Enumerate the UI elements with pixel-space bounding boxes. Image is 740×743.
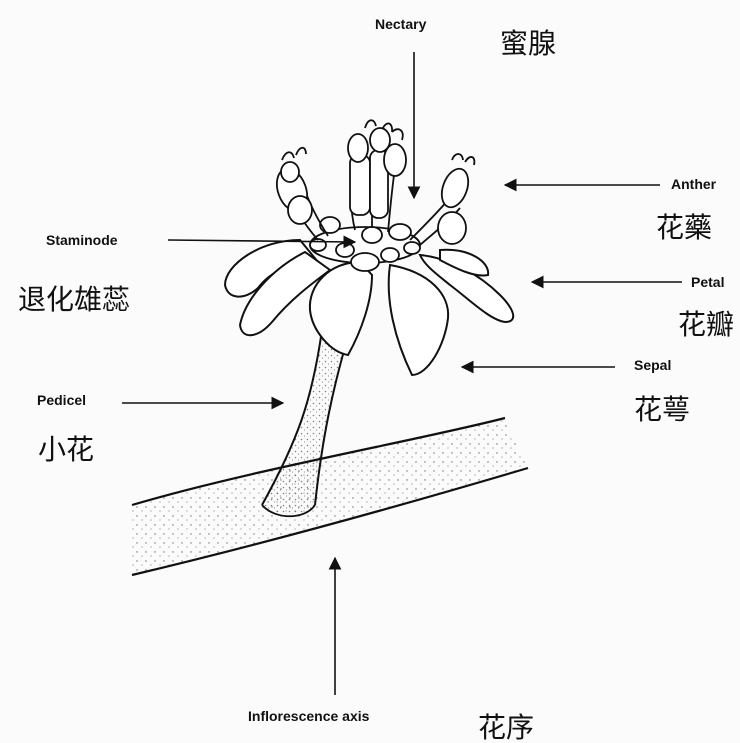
- sepal-label-zh: 花萼: [634, 388, 690, 428]
- staminode-shape: [310, 217, 420, 271]
- pedicel-label-zh: 小花: [38, 428, 94, 468]
- anther-shape: [271, 120, 474, 245]
- anther-label-zh: 花藥: [656, 206, 712, 246]
- petal-label: Petal: [691, 274, 724, 290]
- inflorescence-axis-label: Inflorescence axis: [248, 708, 369, 724]
- staminode-label-zh: 退化雄蕊: [18, 278, 130, 318]
- inflorescence-axis-label-zh: 花序: [478, 706, 534, 743]
- pedicel-label: Pedicel: [37, 392, 86, 408]
- staminode-label: Staminode: [46, 232, 118, 248]
- petal-label-zh: 花瓣: [678, 303, 734, 343]
- anther-label: Anther: [671, 176, 716, 192]
- nectary-label: Nectary: [375, 16, 426, 32]
- inflorescence-axis-shape: [132, 418, 528, 575]
- sepal-label: Sepal: [634, 357, 671, 373]
- nectary-label-zh: 蜜腺: [500, 22, 556, 62]
